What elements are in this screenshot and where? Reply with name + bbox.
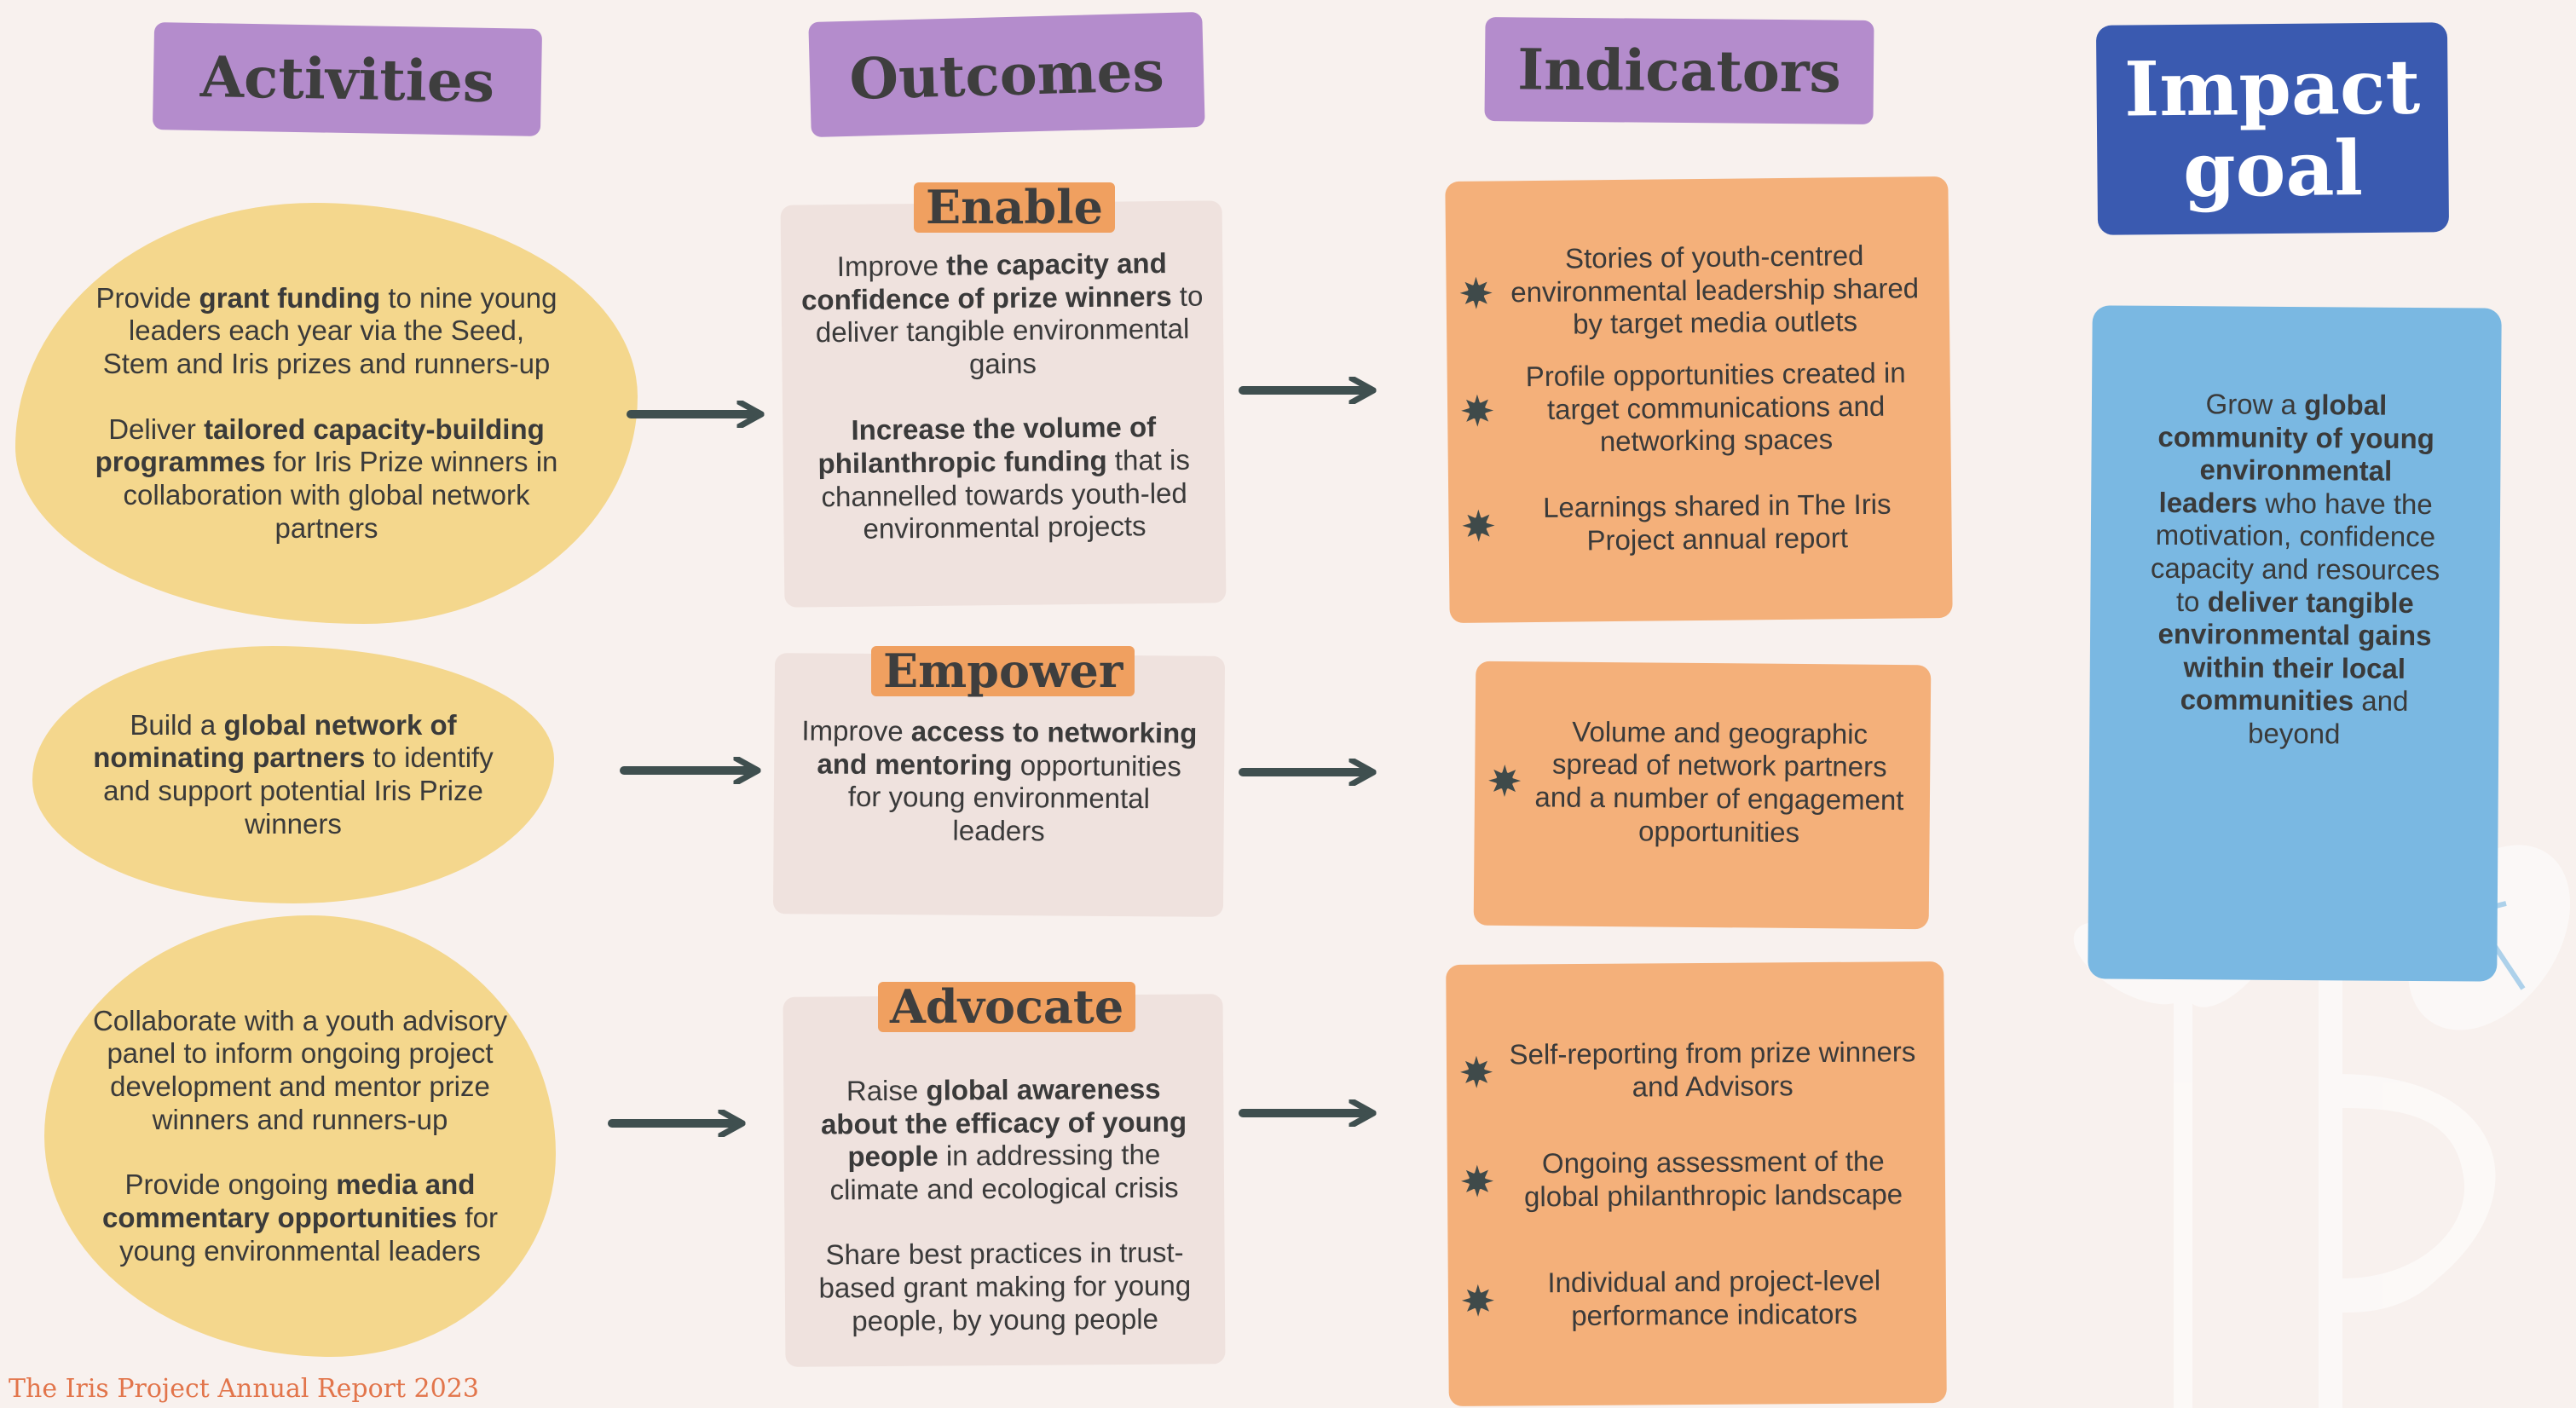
- indicator-1-item-3: Learnings shared in The Iris Project ann…: [1448, 487, 1952, 560]
- activity-2-para-1: Build a global network of nominating par…: [93, 708, 494, 840]
- indicator-1-item-1: Stories of youth-centred environmental l…: [1446, 224, 1950, 357]
- outcome-tag-advocate-wrap: Advocate: [878, 981, 1136, 1033]
- activities-header: Activities: [152, 22, 543, 136]
- indicator-2-item-1-text: Volume and geographic spread of network …: [1534, 715, 1904, 848]
- starburst-bullet-icon: [1447, 1055, 1506, 1089]
- indicator-card-1: Stories of youth-centred environmental l…: [1445, 176, 1953, 624]
- indicator-3-item-3-text: Individual and project-level performance…: [1547, 1264, 1881, 1332]
- indicators-header-label: Indicators: [1516, 36, 1842, 106]
- activity-blob-3: Collaborate with a youth advisory panel …: [44, 915, 556, 1357]
- indicator-card-2: Volume and geographic spread of network …: [1473, 661, 1932, 930]
- outcome-1-para-1: Improve the capacity and confidence of p…: [800, 246, 1204, 380]
- outcome-3-para-2: Share best practices in trust-based gran…: [818, 1236, 1192, 1336]
- indicator-3-item-1-text: Self-reporting from prize winners and Ad…: [1509, 1036, 1916, 1103]
- activity-3-para-1: Collaborate with a youth advisory panel …: [92, 1004, 508, 1135]
- starburst-bullet-icon: [1448, 1284, 1508, 1318]
- footer-report-title: The Iris Project Annual Report 2023: [9, 1374, 479, 1404]
- indicator-3-item-2: Ongoing assessment of the global philant…: [1447, 1127, 1946, 1232]
- impact-goal-header: Impact goal: [2095, 22, 2450, 235]
- indicator-1-item-3-text: Learnings shared in The Iris Project ann…: [1542, 488, 1892, 557]
- indicator-3-item-2-text: Ongoing assessment of the global philant…: [1523, 1145, 1903, 1213]
- indicator-card-3: Self-reporting from prize winners and Ad…: [1446, 961, 1947, 1407]
- outcome-tag-advocate: Advocate: [878, 981, 1136, 1033]
- activity-1-para-1: Provide grant funding to nine young lead…: [95, 281, 557, 380]
- activity-blob-1: Provide grant funding to nine young lead…: [15, 203, 638, 624]
- indicators-header: Indicators: [1484, 17, 1874, 124]
- indicator-2-item-1: Volume and geographic spread of network …: [1474, 713, 1930, 853]
- activity-blob-2: Build a global network of nominating par…: [32, 646, 554, 903]
- outcome-card-advocate: Raise global awareness about the efficac…: [783, 994, 1226, 1367]
- outcome-2-para-1: Improve access to networking and mentori…: [801, 714, 1198, 847]
- impact-header-line2: goal: [2182, 124, 2364, 214]
- indicator-1-item-2: Profile opportunities created in target …: [1447, 356, 1951, 458]
- activities-header-label: Activities: [199, 43, 495, 116]
- outcome-tag-empower: Empower: [871, 645, 1135, 697]
- starburst-bullet-icon: [1446, 275, 1505, 310]
- impact-goal-text: Grow a global community of young environ…: [2150, 388, 2440, 750]
- outcome-tag-enable: Enable: [914, 182, 1116, 234]
- outcome-tag-empower-wrap: Empower: [871, 645, 1135, 697]
- indicator-1-item-2-text: Profile opportunities created in target …: [1525, 356, 1906, 458]
- outcomes-header-label: Outcomes: [848, 37, 1165, 113]
- outcome-card-enable: Improve the capacity and confidence of p…: [780, 200, 1227, 608]
- impact-goal-card: Grow a global community of young environ…: [2088, 305, 2502, 982]
- outcome-tag-enable-wrap: Enable: [914, 182, 1116, 234]
- indicator-3-item-3: Individual and project-level performance…: [1448, 1263, 1947, 1335]
- activity-1-para-2: Deliver tailored capacity-building progr…: [95, 413, 558, 544]
- activity-3-para-2: Provide ongoing media and commentary opp…: [102, 1169, 498, 1267]
- starburst-bullet-icon: [1448, 508, 1508, 543]
- impact-header-line1: Impact: [2123, 42, 2421, 134]
- starburst-bullet-icon: [1475, 764, 1534, 799]
- outcome-1-para-2: Increase the volume of philanthropic fun…: [817, 411, 1191, 545]
- indicator-1-item-1-text: Stories of youth-centred environmental l…: [1510, 239, 1920, 340]
- outcomes-header: Outcomes: [808, 11, 1205, 138]
- starburst-bullet-icon: [1447, 393, 1507, 428]
- starburst-bullet-icon: [1447, 1164, 1507, 1198]
- outcome-3-para-1: Raise global awareness about the efficac…: [820, 1072, 1187, 1206]
- indicator-3-item-1: Self-reporting from prize winners and Ad…: [1447, 1035, 1945, 1106]
